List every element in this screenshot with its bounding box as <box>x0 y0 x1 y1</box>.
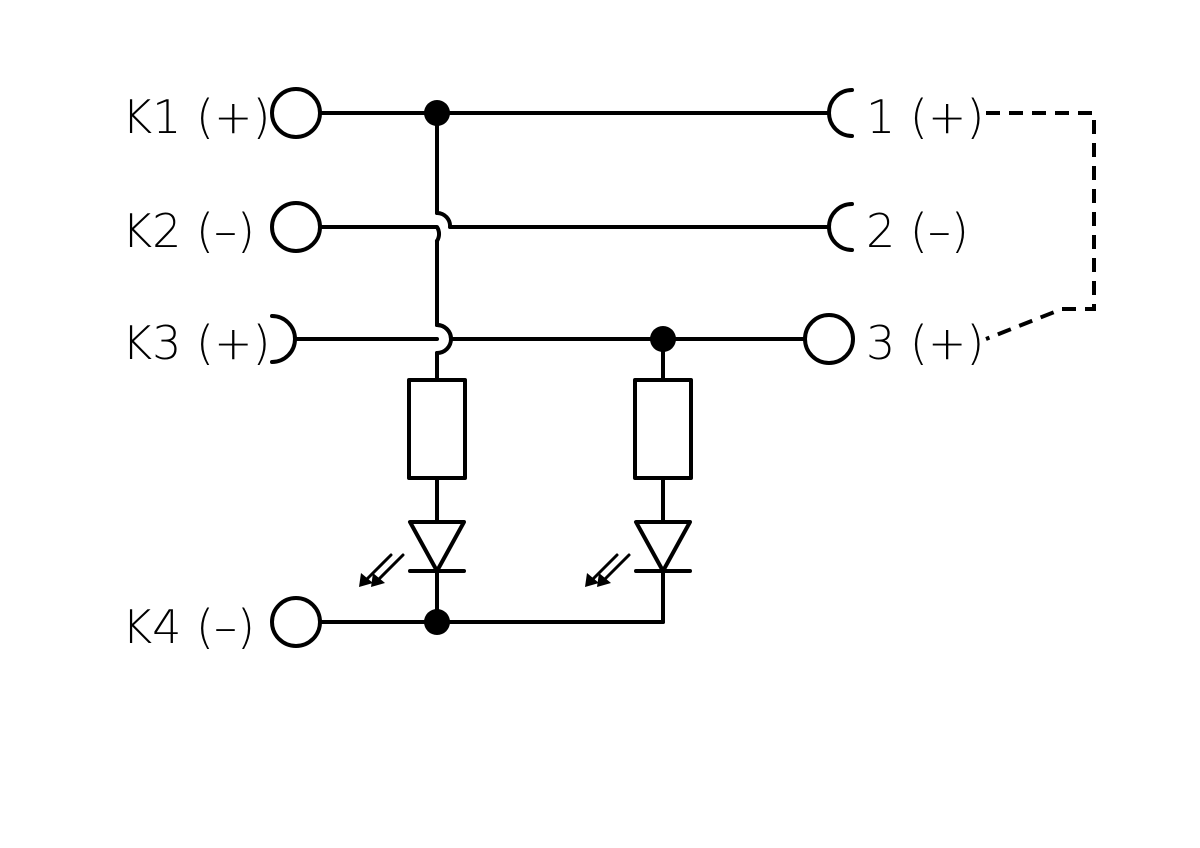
led-2-triangle <box>634 520 692 573</box>
junction-k1-branch <box>424 100 450 126</box>
junction-k3-branch <box>650 326 676 352</box>
label-k2: K2 (–) <box>122 204 255 258</box>
led-1-light-arrows-icon <box>359 553 405 587</box>
terminal-k1-circle <box>270 87 322 139</box>
label-terminal-3: 3 (+) <box>866 316 984 370</box>
wire-k2-to-2 <box>318 210 831 243</box>
terminal-2-socket <box>827 202 854 252</box>
dashed-link-1-3 <box>985 111 1096 341</box>
label-k3: K3 (+) <box>122 316 271 370</box>
label-k1: K1 (+) <box>122 90 271 144</box>
label-terminal-2: 2 (–) <box>866 204 969 258</box>
terminal-3-circle <box>803 313 855 365</box>
resistor-2 <box>633 378 693 480</box>
terminal-k2-circle <box>270 201 322 253</box>
junction-k4-branch <box>424 609 450 635</box>
terminal-1-socket <box>827 88 854 138</box>
label-terminal-1: 1 (+) <box>866 90 984 144</box>
terminal-k3-socket <box>270 314 297 364</box>
terminal-k4-circle <box>270 596 322 648</box>
branch1-hop-k3 <box>435 323 453 355</box>
led-2-light-arrows-icon <box>585 553 631 587</box>
led-1-triangle <box>408 520 466 573</box>
resistor-1 <box>407 378 467 480</box>
label-k4: K4 (–) <box>122 600 255 654</box>
wire-k3-to-3 <box>293 323 807 341</box>
